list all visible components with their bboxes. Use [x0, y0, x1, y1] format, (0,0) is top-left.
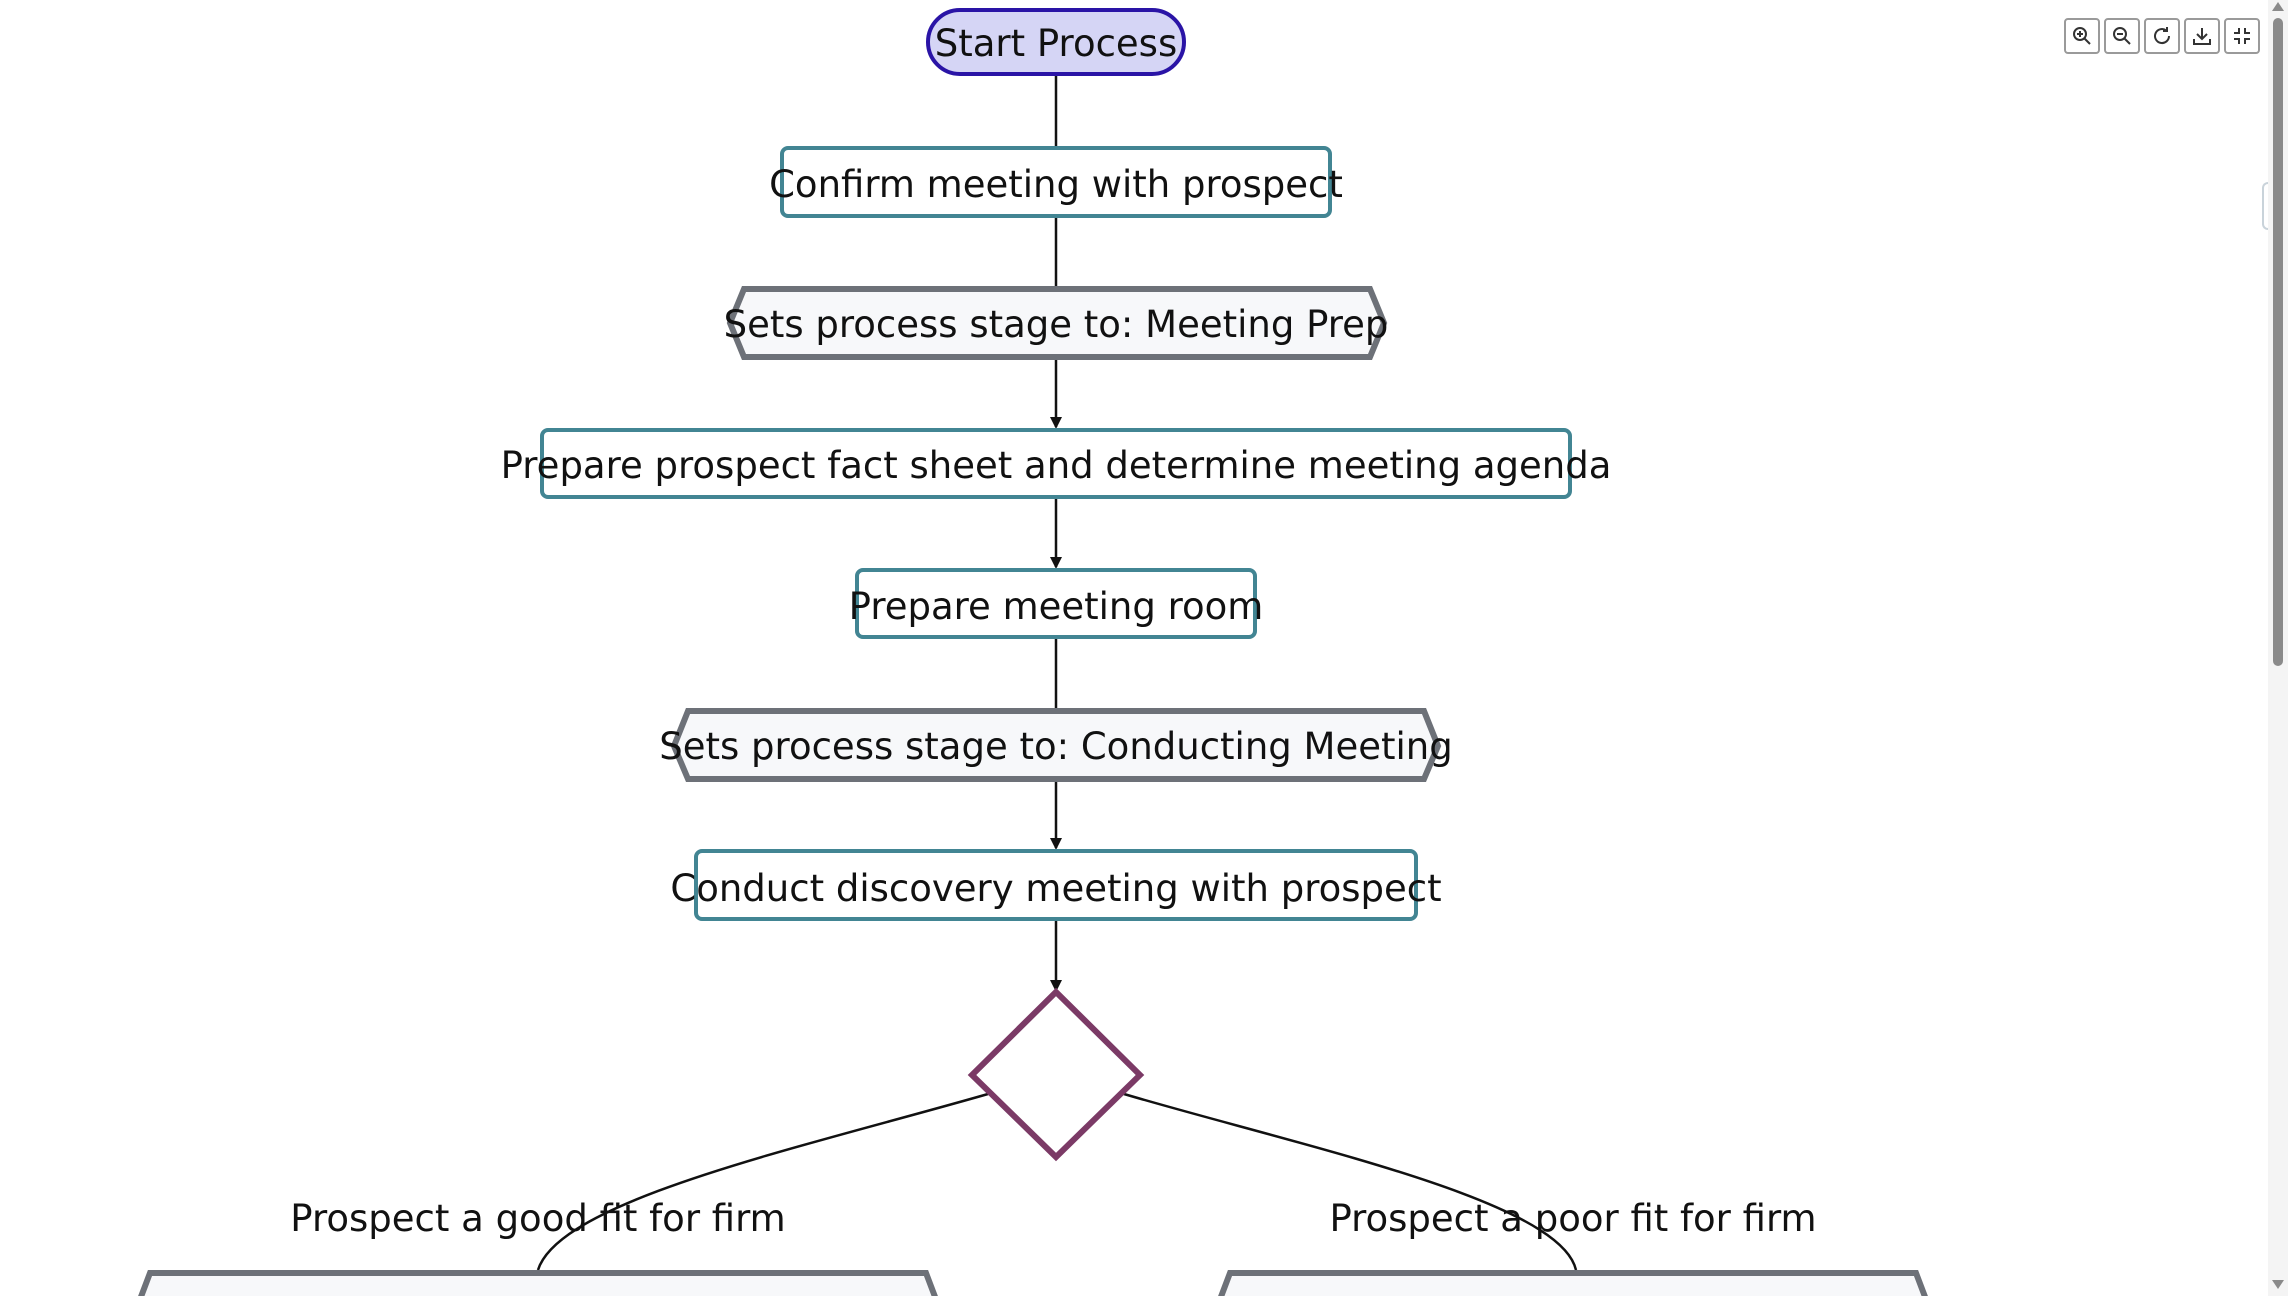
- decision-node[interactable]: [967, 987, 1145, 1162]
- scroll-up-arrow-icon[interactable]: [2272, 2, 2284, 11]
- edges: [536, 76, 1578, 1271]
- reset-icon: [2154, 27, 2171, 45]
- stage-node-poor-fit-partial[interactable]: [1216, 1270, 1930, 1296]
- fullscreen-button[interactable]: [2224, 18, 2260, 54]
- stage-meeting-prep-label: Sets process stage to: Meeting Prep: [724, 303, 1389, 346]
- zoom-in-icon: [2073, 27, 2091, 45]
- stage-meeting-prep[interactable]: Sets process stage to: Meeting Prep: [724, 286, 1389, 360]
- scrollbar-thumb[interactable]: [2273, 18, 2283, 666]
- edge-label-good-fit: Prospect a good fit for firm: [290, 1197, 785, 1240]
- download-icon: [2193, 28, 2211, 45]
- stage-conducting-meeting[interactable]: Sets process stage to: Conducting Meetin…: [659, 708, 1453, 782]
- task-conduct-discovery[interactable]: Conduct discovery meeting with prospect: [670, 849, 1442, 921]
- zoom-out-button[interactable]: [2104, 18, 2140, 54]
- task-prepare-fact-sheet-label: Prepare prospect fact sheet and determin…: [501, 444, 1612, 487]
- task-prepare-meeting-room[interactable]: Prepare meeting room: [849, 568, 1264, 639]
- scroll-down-arrow-icon[interactable]: [2272, 1280, 2284, 1289]
- vertical-scrollbar[interactable]: [2268, 0, 2288, 1296]
- task-prepare-meeting-room-label: Prepare meeting room: [849, 585, 1264, 628]
- start-node[interactable]: Start Process: [926, 8, 1186, 76]
- zoom-out-icon: [2113, 27, 2131, 45]
- fullscreen-icon: [2234, 28, 2250, 44]
- task-confirm-meeting-label: Confirm meeting with prospect: [769, 163, 1343, 206]
- edge-decision-poor-fit: [1123, 1092, 1578, 1271]
- task-confirm-meeting[interactable]: Confirm meeting with prospect: [769, 146, 1343, 218]
- edge-label-poor-fit: Prospect a poor fit for firm: [1329, 1197, 1816, 1240]
- stage-node-good-fit-partial[interactable]: [136, 1270, 940, 1296]
- download-button[interactable]: [2184, 18, 2220, 54]
- zoom-in-button[interactable]: [2064, 18, 2100, 54]
- task-conduct-discovery-label: Conduct discovery meeting with prospect: [670, 867, 1441, 910]
- reset-view-button[interactable]: [2144, 18, 2180, 54]
- task-prepare-fact-sheet[interactable]: Prepare prospect fact sheet and determin…: [501, 428, 1612, 499]
- stage-conducting-meeting-label: Sets process stage to: Conducting Meetin…: [659, 725, 1452, 768]
- edge-decision-good-fit: [536, 1092, 989, 1271]
- start-node-label: Start Process: [935, 22, 1178, 65]
- diagram-toolbar: [2064, 18, 2260, 54]
